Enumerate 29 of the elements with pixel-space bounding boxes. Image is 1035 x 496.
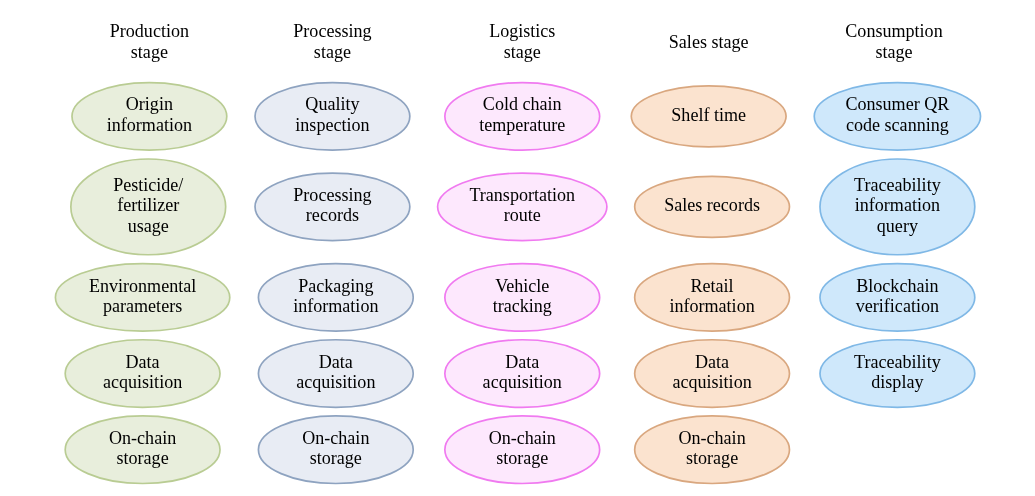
- node-ellipse: Cold chain temperature: [443, 81, 600, 151]
- node-ellipse: Vehicle tracking: [443, 262, 600, 333]
- node-ellipse: Retail information: [633, 262, 790, 333]
- node-ellipse: Pesticide/ fertilizer usage: [69, 158, 226, 256]
- node-ellipse: Processing records: [253, 172, 411, 242]
- node-ellipse: Traceability information query: [818, 158, 976, 256]
- node-ellipse: Environmental parameters: [54, 262, 231, 333]
- node-ellipse: Transportation route: [436, 172, 608, 242]
- node-ellipse: Traceability display: [818, 338, 976, 409]
- node-ellipse: On-chain storage: [257, 415, 414, 485]
- label: Sales stage: [668, 31, 749, 52]
- node-ellipse: Data acquisition: [443, 338, 600, 409]
- node-ellipse: Data acquisition: [257, 338, 414, 409]
- node-ellipse: On-chain storage: [443, 415, 600, 485]
- node-ellipse: Blockchain verification: [818, 262, 976, 333]
- node-ellipse: Sales records: [633, 175, 790, 239]
- node-ellipse: Packaging information: [257, 262, 414, 333]
- node-ellipse: Shelf time: [629, 85, 787, 148]
- label: Consumption stage: [844, 21, 943, 62]
- node-ellipse: Consumer QR code scanning: [812, 81, 981, 151]
- node-ellipse: Origin information: [70, 81, 228, 151]
- label: Logistics stage: [488, 21, 555, 62]
- node-ellipse: Quality inspection: [253, 81, 411, 151]
- node-ellipse: Data acquisition: [633, 338, 790, 409]
- node-ellipse: Data acquisition: [63, 338, 221, 409]
- label: Production stage: [109, 21, 189, 62]
- node-ellipse: On-chain storage: [63, 415, 221, 485]
- node-ellipse: On-chain storage: [633, 415, 790, 485]
- label: Processing stage: [292, 21, 372, 62]
